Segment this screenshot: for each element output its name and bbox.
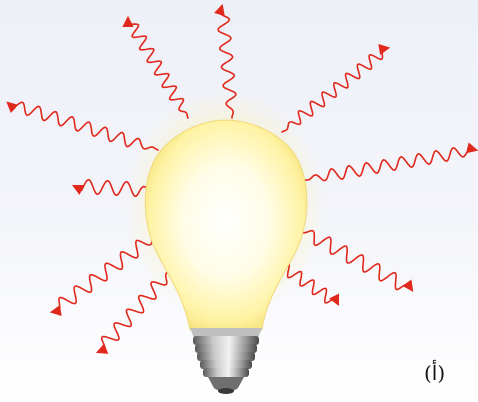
wavy-ray-arrow-6 bbox=[302, 148, 476, 181]
wavy-ray-arrow-3 bbox=[282, 48, 388, 132]
figure-label: (أ) bbox=[424, 362, 445, 384]
light-bulb-base bbox=[190, 328, 262, 394]
wavy-ray-arrow-4 bbox=[8, 102, 158, 150]
